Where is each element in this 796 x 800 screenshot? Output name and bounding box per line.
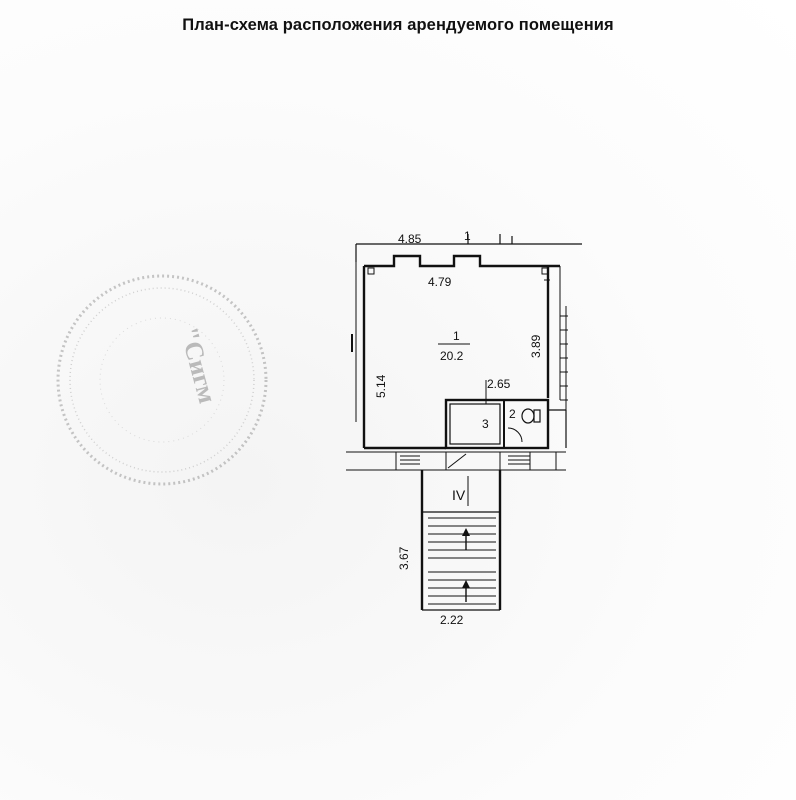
staircase-iv [420, 470, 502, 611]
stair-label: IV [452, 487, 466, 503]
bottom-threshold [346, 451, 566, 471]
room-number: 1 [453, 329, 460, 343]
top-outer-dimension: 4.85 [398, 232, 422, 246]
room-height-left: 5.14 [374, 374, 388, 398]
right-grill [560, 306, 568, 410]
page-title: План-схема расположения арендуемого поме… [182, 16, 614, 34]
room-height-right: 3.89 [529, 334, 543, 358]
stamp-text: "Сигм [174, 324, 222, 406]
top-mark: 1 [464, 229, 471, 243]
stair-width-label: 2.22 [440, 613, 464, 627]
room-area: 20.2 [440, 349, 464, 363]
room-1-walls [362, 254, 560, 450]
small-room-right-number: 2 [509, 407, 516, 421]
small-rooms [444, 380, 567, 450]
small-room-left-number: 3 [482, 417, 489, 431]
stamp-seal: "Сигм [56, 274, 268, 486]
top-outer-wall [355, 234, 582, 262]
outer-lines [351, 262, 561, 422]
room-width-label: 4.79 [428, 275, 452, 289]
stair-length-label: 3.67 [397, 546, 411, 570]
small-room-width: 2.65 [487, 377, 511, 391]
